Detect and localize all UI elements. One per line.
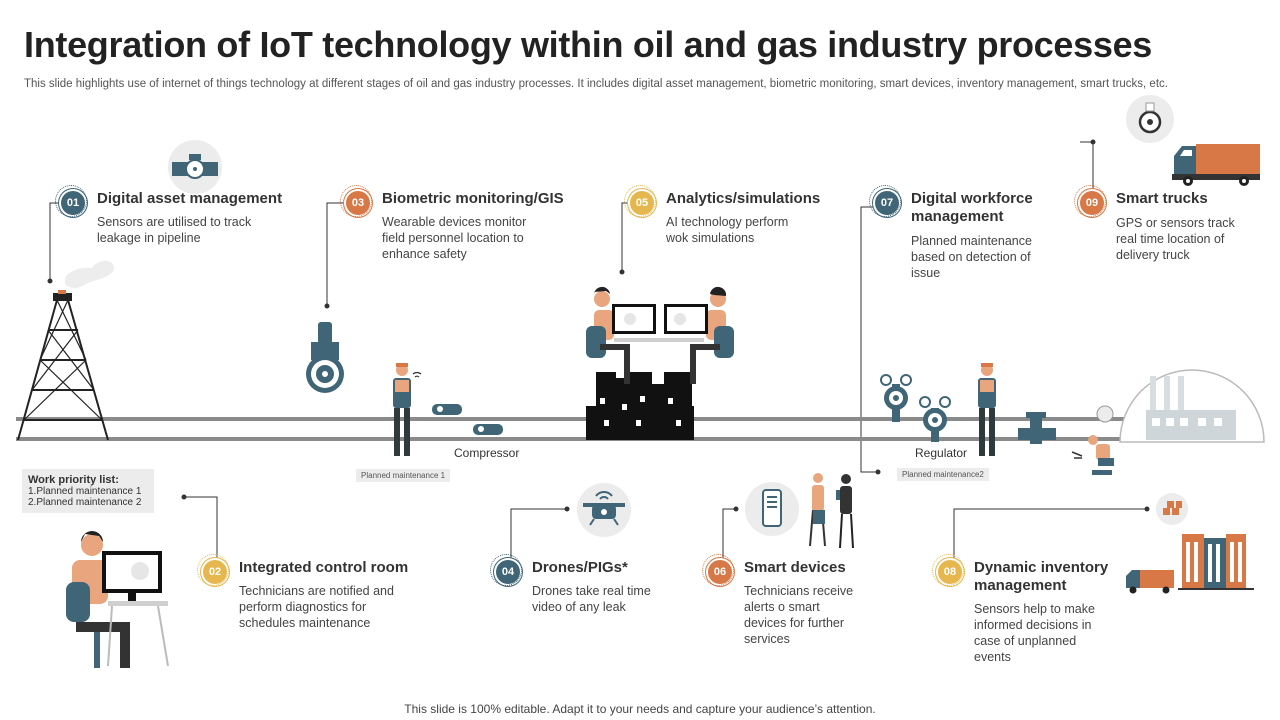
work-priority-list: Work priority list: 1.Planned maintenanc… — [22, 469, 154, 513]
smoke-cloud — [64, 260, 115, 288]
delivery-truck — [1172, 144, 1260, 186]
step-title: Digital asset management — [97, 190, 283, 207]
step-badge: 04 — [490, 554, 522, 586]
field-worker-tablet — [393, 363, 422, 456]
step-title: Smart trucks — [1116, 190, 1208, 207]
step-title: Integrated control room — [239, 559, 409, 576]
step-title: Analytics/simulations — [666, 190, 821, 207]
pipe-fitting — [1018, 412, 1056, 444]
step-description: AI technology perform wok simulations — [666, 215, 789, 245]
step-badge: 07 — [869, 185, 901, 217]
step-description: Technicians receive alerts o smart devic… — [744, 584, 854, 646]
step-title: Digital workforce management — [911, 190, 1033, 225]
warehouse-buildings — [1178, 534, 1254, 590]
analyst-right — [664, 286, 734, 384]
step-badge: 05 — [624, 185, 656, 217]
step-description: GPS or sensors track real time location … — [1116, 216, 1235, 262]
compressor-label: Compressor — [454, 446, 520, 460]
step-badge: 08 — [932, 554, 964, 586]
work-priority-item: 2.Planned maintenance 2 — [28, 497, 142, 508]
planned-maintenance-2-tag: Planned maintenance2 — [897, 468, 989, 481]
step-title: Smart devices — [744, 559, 846, 576]
page-title: Integration of IoT technology within oil… — [24, 24, 1153, 65]
step-badge: 03 — [340, 185, 372, 217]
connector-lines — [49, 141, 1147, 562]
step-description: Planned maintenance based on detection o… — [911, 234, 1032, 280]
analyst-left — [586, 286, 704, 384]
footer-note: This slide is 100% editable. Adapt it to… — [404, 702, 876, 716]
step-title: Drones/PIGs* — [532, 559, 628, 576]
work-priority-title: Work priority list: — [28, 474, 119, 486]
control-building — [586, 372, 694, 440]
drone-icon — [577, 483, 631, 537]
step-description: Drones take real time video of any leak — [532, 584, 651, 614]
oil-rig — [17, 290, 109, 441]
step-title: Dynamic inventory management — [974, 559, 1109, 594]
planned-maintenance-1-tag: Planned maintenance 1 — [356, 469, 451, 482]
regulator-gauges — [880, 374, 951, 442]
field-worker-regulator — [978, 363, 996, 456]
boxes-icon — [1156, 493, 1188, 525]
two-technicians — [809, 473, 854, 549]
step-description: Technicians are notified and perform dia… — [239, 584, 394, 630]
connector-dots — [47, 139, 1150, 512]
compressor-icon — [432, 404, 503, 435]
refinery-dome — [1096, 369, 1265, 443]
step-description: Wearable devices monitor field personnel… — [382, 215, 527, 261]
work-priority-item: 1.Planned maintenance 1 — [28, 486, 142, 497]
regulator-label: Regulator — [915, 446, 968, 460]
steering-wheel-icon — [1126, 95, 1174, 143]
control-room-worker — [66, 531, 169, 668]
kneeling-worker — [1071, 435, 1114, 475]
biometric-sensor-icon — [306, 322, 344, 393]
inventory-truck — [1126, 570, 1174, 594]
step-badge: 02 — [197, 554, 229, 586]
smartphone-icon — [745, 482, 799, 536]
step-badge: 09 — [1074, 185, 1106, 217]
step-description: Sensors are utilised to track leakage in… — [97, 215, 252, 245]
step-badge: 06 — [702, 554, 734, 586]
page-subtitle: This slide highlights use of internet of… — [24, 78, 1168, 90]
step-badge: 01 — [55, 185, 87, 217]
valve-icon — [168, 140, 222, 194]
step-title: Biometric monitoring/GIS — [382, 190, 564, 207]
step-description: Sensors help to make informed decisions … — [974, 602, 1095, 664]
